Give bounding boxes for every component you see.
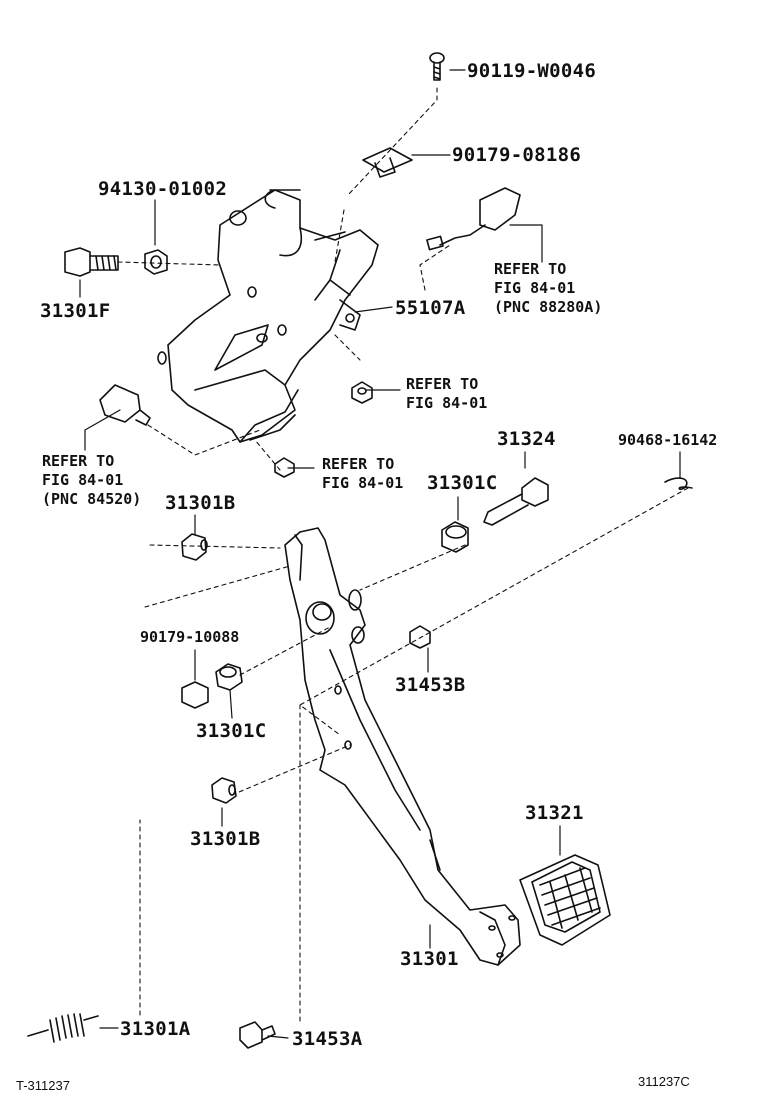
note-line: REFER TO xyxy=(406,375,479,393)
nut-ref-84-01 xyxy=(351,381,373,404)
note-line: FIG 84-01 xyxy=(42,471,124,489)
part-number-90468: 90468-16142 xyxy=(618,431,718,449)
note-line: FIG 84-01 xyxy=(494,279,576,297)
note-line: (PNC 84520) xyxy=(42,490,142,508)
bolt-31301F xyxy=(64,247,119,277)
note-line: REFER TO xyxy=(322,455,395,473)
nut-ref-84-01-b xyxy=(274,457,295,478)
bolt-31324 xyxy=(483,477,549,526)
part-number-31301F: 31301F xyxy=(40,300,111,322)
part-number-90179-08186: 90179-08186 xyxy=(452,144,582,166)
part-number-31301C-bottom: 31301C xyxy=(196,720,267,742)
stopper-31453B xyxy=(409,625,431,649)
note-nut2-ref: REFER TO FIG 84-01 xyxy=(322,455,403,493)
return-spring-31301A xyxy=(27,1013,99,1043)
part-number-31301B-top: 31301B xyxy=(165,492,236,514)
part-number-90119: 90119-W0046 xyxy=(467,60,597,82)
figure-code-right: 311237C xyxy=(638,1074,690,1089)
note-sensor-ref: REFER TO FIG 84-01 (PNC 84520) xyxy=(42,452,141,509)
note-line: REFER TO xyxy=(494,260,567,278)
brake-pedal-arm xyxy=(284,527,521,966)
nut-90179-10088 xyxy=(181,681,209,709)
bushing-31301B-top xyxy=(181,533,208,561)
part-number-55107A: 55107A xyxy=(395,297,466,319)
part-number-31301A: 31301A xyxy=(120,1018,191,1040)
part-number-31301C-top: 31301C xyxy=(427,472,498,494)
screw-90119 xyxy=(429,52,445,81)
pedal-bracket xyxy=(157,189,379,443)
part-number-31324: 31324 xyxy=(497,428,556,450)
part-number-31301B-bottom: 31301B xyxy=(190,828,261,850)
bushing-31301C-top xyxy=(441,521,469,553)
note-line: FIG 84-01 xyxy=(322,474,404,492)
pedal-pad-31321 xyxy=(519,854,611,946)
part-number-90179-10088: 90179-10088 xyxy=(140,628,240,646)
part-number-94130: 94130-01002 xyxy=(98,178,228,200)
bushing-31301B-bottom xyxy=(211,777,237,804)
part-number-31453B: 31453B xyxy=(395,674,466,696)
figure-code-left: T-311237 xyxy=(16,1078,70,1093)
clip-90468 xyxy=(664,477,693,490)
leader-lines xyxy=(79,69,681,1039)
note-line: REFER TO xyxy=(42,452,115,470)
dash-lines xyxy=(117,87,689,1026)
part-number-31301: 31301 xyxy=(400,948,459,970)
part-number-31453A: 31453A xyxy=(292,1028,363,1050)
nut-94130 xyxy=(144,249,168,275)
stopper-31453A xyxy=(239,1021,276,1049)
pedal-sensor xyxy=(99,384,151,426)
bushing-31301C-bottom xyxy=(215,663,243,691)
part-number-31321: 31321 xyxy=(525,802,584,824)
note-line: FIG 84-01 xyxy=(406,394,488,412)
note-line: (PNC 88280A) xyxy=(494,298,603,316)
stop-lamp-switch xyxy=(426,187,521,251)
clip-90179-08186 xyxy=(362,147,413,178)
note-nut-ref: REFER TO FIG 84-01 xyxy=(406,375,487,413)
note-switch-ref: REFER TO FIG 84-01 (PNC 88280A) xyxy=(494,260,602,317)
